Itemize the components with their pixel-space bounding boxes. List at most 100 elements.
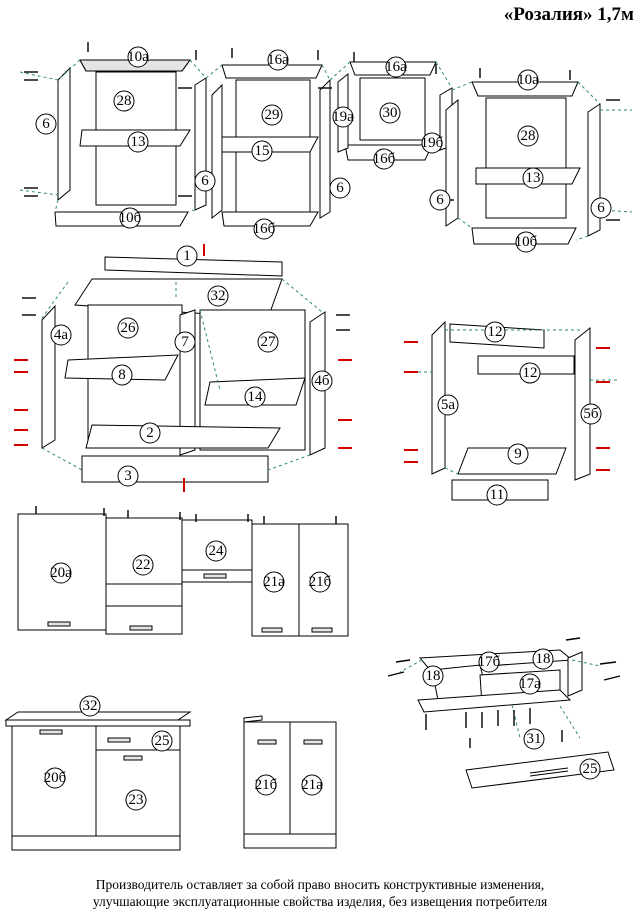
svg-text:6: 6 <box>201 173 209 189</box>
part-labels: 10а 28 13 6 10б 6 16а 29 15 16б 19а 6 16… <box>35 46 612 811</box>
base-cabinet-exploded <box>41 256 326 483</box>
label-10a-right: 10а <box>517 69 539 91</box>
svg-text:25: 25 <box>155 733 170 749</box>
svg-text:13: 13 <box>131 134 146 150</box>
svg-text:1: 1 <box>183 248 191 264</box>
svg-text:20а: 20а <box>50 565 72 581</box>
svg-text:16б: 16б <box>253 221 276 237</box>
label-6-e: 6 <box>590 197 612 219</box>
label-18-a: 18 <box>532 648 554 670</box>
wall-cabinet-1-exploded <box>19 59 207 227</box>
label-10b-right: 10б <box>515 231 538 253</box>
label-4a: 4а <box>50 324 72 346</box>
label-13-right: 13 <box>522 167 544 189</box>
svg-text:22: 22 <box>136 557 151 573</box>
svg-text:10б: 10б <box>119 210 142 226</box>
label-3: 3 <box>117 465 139 487</box>
svg-text:27: 27 <box>261 334 277 350</box>
screws-row-1 <box>24 42 620 221</box>
svg-text:20б: 20б <box>44 770 67 786</box>
svg-text:3: 3 <box>124 468 132 484</box>
page-title: «Розалия» 1,7м <box>503 4 634 25</box>
label-22: 22 <box>132 554 154 576</box>
svg-text:21б: 21б <box>309 574 332 590</box>
svg-text:9: 9 <box>514 446 522 462</box>
label-21a-b: 21а <box>301 774 323 796</box>
label-5b: 5б <box>580 403 602 425</box>
label-12-b: 12 <box>519 362 541 384</box>
svg-text:6: 6 <box>597 200 605 216</box>
label-21a-a: 21а <box>263 571 285 593</box>
label-19b: 19б <box>421 132 444 154</box>
wall-cabinet-2-exploded <box>205 64 331 227</box>
label-16a-b: 16а <box>385 56 407 78</box>
svg-text:18: 18 <box>536 651 551 667</box>
label-2: 2 <box>139 422 161 444</box>
svg-text:21б: 21б <box>255 777 278 793</box>
label-21b-a: 21б <box>309 571 332 593</box>
svg-text:5б: 5б <box>583 406 599 422</box>
svg-text:7: 7 <box>181 334 189 350</box>
label-25-a: 25 <box>579 758 601 780</box>
drawer-exploded <box>387 637 621 789</box>
svg-text:19а: 19а <box>332 109 354 125</box>
label-24: 24 <box>205 540 227 562</box>
svg-text:15: 15 <box>255 143 270 159</box>
svg-text:28: 28 <box>521 128 536 144</box>
label-5a: 5а <box>437 394 459 416</box>
label-20b: 20б <box>44 767 67 789</box>
svg-text:28: 28 <box>117 93 132 109</box>
label-32-a: 32 <box>207 285 229 307</box>
label-29: 29 <box>261 104 283 126</box>
svg-text:13: 13 <box>526 170 541 186</box>
label-10a-top-left: 10а <box>127 46 149 68</box>
svg-text:25: 25 <box>583 761 598 777</box>
svg-text:21а: 21а <box>263 574 285 590</box>
label-20a: 20а <box>50 562 72 584</box>
svg-text:30: 30 <box>383 105 398 121</box>
svg-text:10б: 10б <box>515 234 538 250</box>
svg-text:26: 26 <box>121 320 137 336</box>
label-16b-a: 16б <box>253 218 276 240</box>
footer-line-2: улучшающие эксплуатационные свойства изд… <box>92 894 548 909</box>
label-6-d: 6 <box>429 189 451 211</box>
svg-text:16б: 16б <box>373 151 396 167</box>
svg-text:24: 24 <box>209 543 225 559</box>
label-19a: 19а <box>332 106 354 128</box>
label-4b: 4б <box>311 370 333 392</box>
label-27: 27 <box>257 331 279 353</box>
label-13-left: 13 <box>127 131 149 153</box>
label-6-a: 6 <box>35 113 57 135</box>
svg-text:4б: 4б <box>314 373 330 389</box>
footer-line-1: Производитель оставляет за собой право в… <box>95 877 545 892</box>
svg-text:16а: 16а <box>385 59 407 75</box>
svg-text:16а: 16а <box>267 52 289 68</box>
label-32-b: 32 <box>79 695 101 717</box>
svg-text:8: 8 <box>118 367 126 383</box>
label-17b: 17б <box>478 651 501 673</box>
svg-text:4а: 4а <box>54 327 69 343</box>
svg-text:5а: 5а <box>441 397 456 413</box>
label-11: 11 <box>486 484 508 506</box>
svg-text:31: 31 <box>527 731 542 747</box>
label-1: 1 <box>176 245 198 267</box>
label-28-right: 28 <box>517 125 539 147</box>
svg-text:6: 6 <box>436 192 444 208</box>
svg-text:23: 23 <box>129 792 144 808</box>
label-9: 9 <box>507 443 529 465</box>
label-23: 23 <box>125 789 147 811</box>
wall-cabinet-4-exploded <box>445 81 633 245</box>
sink-base-exploded <box>412 320 620 501</box>
svg-text:12: 12 <box>488 324 503 340</box>
svg-text:11: 11 <box>490 487 504 503</box>
svg-text:21а: 21а <box>301 777 323 793</box>
label-31: 31 <box>523 728 545 750</box>
label-14: 14 <box>244 386 266 408</box>
label-25-b: 25 <box>151 730 173 752</box>
svg-text:17а: 17а <box>519 676 541 692</box>
label-7: 7 <box>174 331 196 353</box>
label-26: 26 <box>117 317 139 339</box>
svg-text:29: 29 <box>265 107 280 123</box>
label-6-b: 6 <box>194 170 216 192</box>
svg-text:6: 6 <box>336 180 344 196</box>
